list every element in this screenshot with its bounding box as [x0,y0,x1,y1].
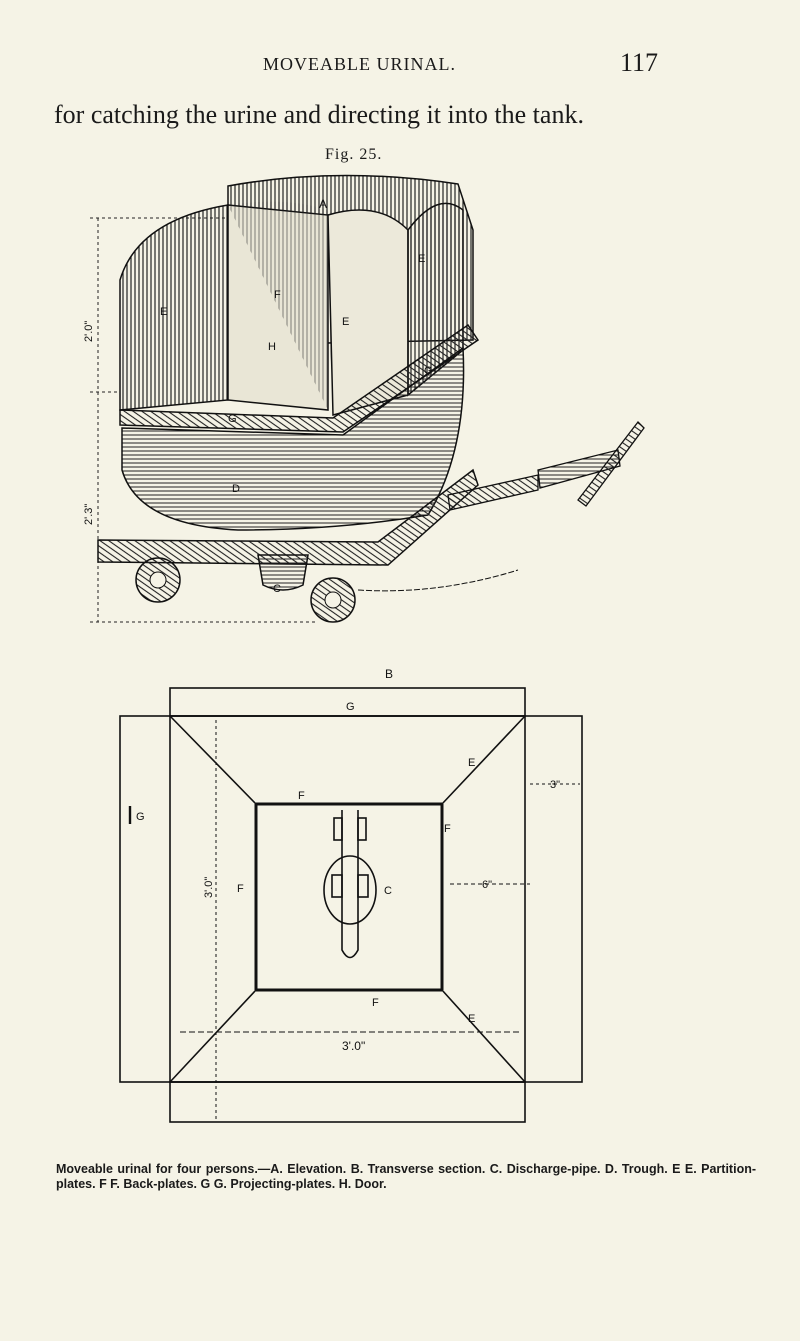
discharge-pipe [257,554,309,591]
label-E: E [418,253,425,265]
discharge-pipe-channel [341,810,359,959]
projecting-plate [119,323,480,433]
label-F: F [237,883,244,895]
dimension-six-inch: 6" [482,879,492,891]
trough-body [121,346,465,531]
dimension-three-inch: 3" [550,779,560,791]
partition-line [441,989,526,1083]
page-header: MOVEABLE URINAL. 117 [0,48,800,82]
base-platform [97,468,479,566]
label-D: D [232,483,240,495]
central-back-plate-square [255,803,443,991]
dimension-depth: 3'.0" [203,877,215,898]
partition-line [441,715,526,805]
running-title: MOVEABLE URINAL. [263,54,456,74]
label-A: A [319,197,327,211]
urinal-elevation-illustration: A E E E F H G G D C 2'.0" 2'.3" [83,174,645,623]
label-E: E [160,306,167,318]
figure-caption: Moveable urinal for four persons.—A. Ele… [56,1162,756,1191]
outer-frame [119,715,583,1083]
label-F: F [444,823,451,835]
discharge-outlet [323,855,377,925]
label-G: G [346,701,355,713]
label-G: G [136,811,145,823]
figure-label: Fig. 25. [325,146,383,163]
partition-line [169,715,257,805]
label-F: F [372,997,379,1009]
partition-line [169,989,257,1083]
label-B: B [385,667,393,681]
body-text-line: for catching the urine and directing it … [54,100,584,129]
label-E: E [468,757,475,769]
label-F: F [298,790,305,802]
label-C: C [384,885,392,897]
dimension-width: 3'.0" [342,1039,365,1053]
urinal-transverse-section-plan: B G G E E F F F F C 3'.0" 3'.0" 6" 3" [119,667,583,1123]
dimension-height-upper: 2'.0" [83,321,95,342]
handle-bar [577,421,645,507]
page-number: 117 [620,48,659,77]
label-G: G [228,413,237,425]
label-E: E [468,1013,475,1025]
label-E: E [342,316,349,328]
trough-outline [169,715,526,1083]
dimension-height-lower: 2'.3" [83,504,95,525]
label-H: H [268,341,276,353]
label-G: G [424,365,433,377]
projecting-plate-bottom [169,1081,526,1123]
label-C: C [273,583,281,595]
label-F: F [274,289,281,301]
partition-plate-left [119,204,229,411]
handle-rod [447,474,539,511]
